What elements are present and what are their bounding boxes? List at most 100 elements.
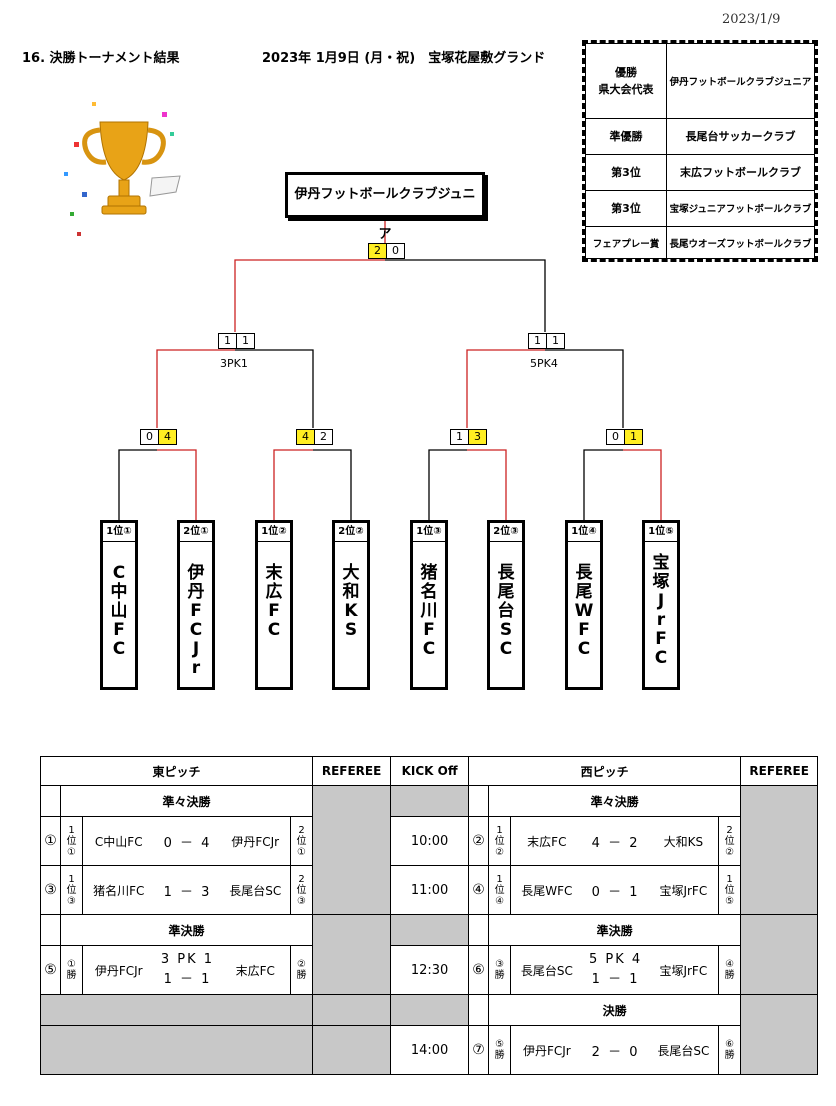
- semi-left-pk: 3PK1: [220, 357, 248, 370]
- team-name: 宝塚JrFC: [648, 945, 719, 995]
- final-score: 2 0: [368, 243, 405, 259]
- team-name: 長尾台SC: [510, 945, 583, 995]
- team-seed: 1位⑤: [645, 523, 677, 542]
- team-name: 伊 丹 F C J r: [187, 563, 205, 678]
- team-box: 1位② 末 広 F C: [255, 520, 293, 690]
- match-number: ②: [468, 816, 490, 866]
- award-team: 長尾ウオーズフットボールクラブ: [666, 226, 815, 259]
- score-right: 2: [314, 430, 332, 444]
- award-label: 第3位: [585, 153, 667, 191]
- team-box: 2位① 伊 丹 F C J r: [177, 520, 215, 690]
- kickoff-time: 10:00: [390, 816, 470, 866]
- seed-label: 1 位 ②: [488, 816, 512, 866]
- qf2-score: 4 2: [296, 429, 333, 445]
- champion-box: 伊丹フットボールクラブジュニア: [285, 172, 485, 242]
- team-name: 伊丹FCJr: [82, 945, 155, 995]
- team-name: 伊丹FCJr: [510, 1025, 583, 1075]
- team-box: 2位② 大 和 K S: [332, 520, 370, 690]
- team-name: 猪名川FC: [82, 865, 155, 915]
- round-label: 準々決勝: [488, 785, 742, 817]
- pk-score: 5 PK 4: [588, 952, 643, 967]
- west-pitch-header: 西ピッチ: [468, 756, 742, 786]
- team-name: 大和KS: [648, 816, 719, 866]
- seed-label: ① 勝: [60, 945, 83, 995]
- match-score: 4 － 2: [582, 816, 649, 866]
- award-label: フェアプレー賞: [585, 226, 667, 259]
- seed-label: ⑥ 勝: [718, 1025, 742, 1075]
- award-label: 第3位: [585, 189, 667, 228]
- score-right: 3: [468, 430, 486, 444]
- match-number: ①: [40, 816, 61, 866]
- team-name: 長 尾 W F C: [574, 563, 594, 659]
- team-name: C 中 山 F C: [110, 563, 128, 659]
- referee-header: REFEREE: [740, 756, 819, 786]
- team-name: 大 和 K S: [342, 563, 360, 640]
- kickoff-time: 14:00: [390, 1025, 470, 1075]
- score-right: 0: [386, 244, 404, 258]
- team-name: 長尾台SC: [220, 865, 291, 915]
- page-title: 16. 決勝トーナメント結果: [22, 51, 180, 66]
- team-box: 1位④ 長 尾 W F C: [565, 520, 603, 690]
- score-left: 0: [146, 430, 153, 443]
- team-name: 猪 名 川 F C: [420, 563, 438, 659]
- seed-label: ④ 勝: [718, 945, 742, 995]
- round-label: 決勝: [488, 994, 742, 1026]
- qf1-score: 0 4: [140, 429, 177, 445]
- award-team: 末広フットボールクラブ: [666, 153, 815, 191]
- team-box: 1位① C 中 山 F C: [100, 520, 138, 690]
- east-pitch-header: 東ピッチ: [39, 756, 314, 786]
- score-left: 1: [534, 334, 541, 347]
- referee-header: REFEREE: [312, 756, 392, 786]
- team-box: 1位⑤ 宝 塚 J r F C: [642, 520, 680, 690]
- award-label: 準優勝: [585, 117, 667, 155]
- qf3-score: 1 3: [450, 429, 487, 445]
- team-seed: 2位①: [180, 523, 212, 542]
- score-left: 2: [369, 244, 386, 258]
- semi-left-score: 1 1: [218, 333, 255, 349]
- score-left: 1: [456, 430, 463, 443]
- team-box: 1位③ 猪 名 川 F C: [410, 520, 448, 690]
- match-number: ⑤: [40, 945, 61, 995]
- team-name: 長 尾 台 S C: [497, 563, 515, 659]
- team-name: 宝 塚 J r F C: [652, 553, 670, 668]
- seed-label: 1 位 ①: [60, 816, 83, 866]
- document-date: 2023/1/9: [722, 12, 781, 27]
- match-number: ③: [40, 865, 61, 915]
- match-score: 1 － 3: [154, 865, 221, 915]
- seed-label: 2 位 ②: [718, 816, 742, 866]
- team-name: 長尾台SC: [648, 1025, 719, 1075]
- schedule-table: 東ピッチ REFEREE KICK Off 西ピッチ REFEREE 準々決勝 …: [39, 756, 819, 1075]
- score-right: 1: [624, 430, 642, 444]
- kickoff-time: 12:30: [390, 945, 470, 995]
- match-number: ⑥: [468, 945, 490, 995]
- bracket-lines: [118, 218, 662, 520]
- kickoff-time: 11:00: [390, 865, 470, 915]
- match-score: 3 PK 1 1 － 1: [154, 945, 221, 995]
- score-right: 1: [546, 334, 564, 348]
- round-label: 準決勝: [488, 914, 742, 946]
- team-name: C中山FC: [82, 816, 155, 866]
- regular-score: 1 － 1: [591, 972, 640, 987]
- pk-score: 3 PK 1: [160, 952, 215, 967]
- team-seed: 2位③: [490, 523, 522, 542]
- qf4-score: 0 1: [606, 429, 643, 445]
- match-score: 0 － 1: [582, 865, 649, 915]
- team-seed: 1位①: [103, 523, 135, 542]
- seed-label: ② 勝: [289, 945, 314, 995]
- team-name: 伊丹FCJr: [220, 816, 291, 866]
- team-name: 長尾WFC: [510, 865, 583, 915]
- seed-label: ③ 勝: [488, 945, 512, 995]
- semi-right-score: 1 1: [528, 333, 565, 349]
- match-score: 0 － 4: [154, 816, 221, 866]
- team-name: 末 広 F C: [265, 563, 283, 640]
- team-seed: 1位④: [568, 523, 600, 542]
- award-team: 宝塚ジュニアフットボールクラブ: [666, 189, 815, 228]
- score-right: 4: [158, 430, 176, 444]
- team-seed: 1位③: [413, 523, 445, 542]
- round-label: 準々決勝: [59, 785, 314, 817]
- match-number: ④: [468, 865, 490, 915]
- round-label: 準決勝: [59, 914, 314, 946]
- seed-label: 1 位 ④: [488, 865, 512, 915]
- team-seed: 1位②: [258, 523, 290, 542]
- team-name: 末広FC: [220, 945, 291, 995]
